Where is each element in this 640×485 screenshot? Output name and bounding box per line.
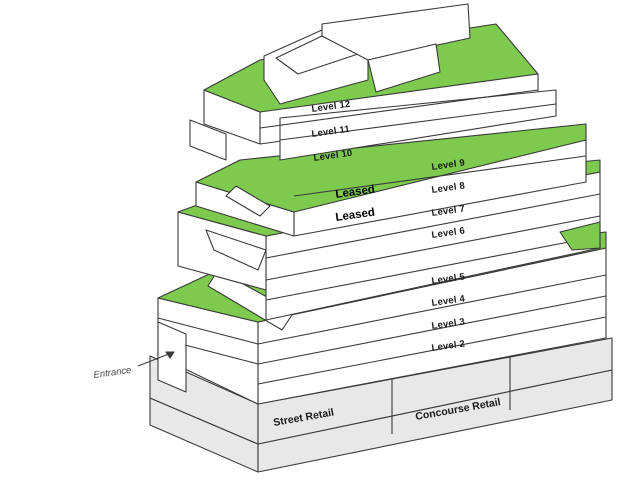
label-leased-lower: Leased (335, 207, 376, 224)
floor-line (265, 193, 601, 259)
label-level-12: Level 12 (311, 99, 351, 115)
retail-right-face (257, 337, 613, 445)
floor-line (157, 317, 259, 345)
floor-line (265, 215, 601, 281)
label-level-11: Level 11 (311, 124, 351, 140)
label-entrance: Entrance (93, 365, 132, 381)
floor-line (257, 316, 607, 385)
label-level-10: Level 10 (313, 148, 353, 164)
floor-line (259, 89, 539, 129)
floor-line (293, 155, 587, 197)
top-level-face (279, 89, 557, 161)
mid-green-patch (559, 221, 601, 251)
umid-roof (195, 123, 587, 213)
label-level-9: Level 9 (431, 157, 466, 173)
block-upper-mid (195, 123, 587, 237)
rooftop-structures (263, 3, 471, 105)
label-level-8: Level 8 (431, 180, 466, 196)
label-level-6: Level 6 (431, 225, 466, 241)
side-wing-left (189, 119, 227, 161)
rooftop-wing (367, 43, 441, 93)
floor-line (265, 235, 601, 301)
label-level-7: Level 7 (431, 203, 466, 219)
label-level-2: Level 2 (431, 338, 466, 354)
label-level-3: Level 3 (431, 316, 466, 332)
entrance-arrowhead (165, 351, 175, 359)
label-level-5: Level 5 (431, 271, 466, 287)
label-level-4: Level 4 (431, 293, 466, 309)
floor-line (257, 274, 607, 345)
floor-line (257, 295, 607, 365)
mid-terrace-ledge (205, 229, 267, 271)
label-leased-upper: Leased (335, 184, 376, 201)
umid-terrace (225, 185, 271, 217)
entrance-door (157, 321, 187, 393)
floor-line (279, 103, 557, 141)
